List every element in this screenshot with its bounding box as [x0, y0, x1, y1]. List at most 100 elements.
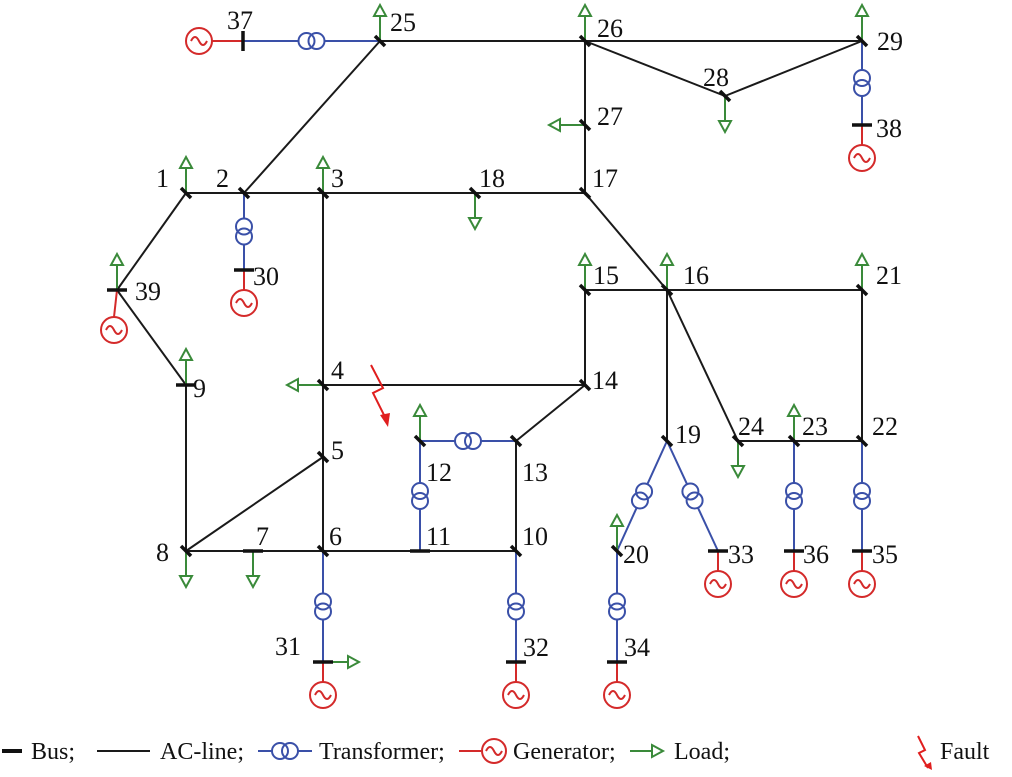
bus-21: [855, 283, 869, 297]
ac-line-16-24: [666, 289, 739, 442]
legend-ac-line-label: AC-line;: [160, 739, 244, 765]
legend-load-icon: [630, 743, 666, 759]
bus-label-20: 20: [623, 540, 649, 569]
bus-label-29: 29: [877, 27, 903, 56]
bus-label-7: 7: [256, 522, 269, 551]
bus-25: [373, 34, 387, 48]
bus-17: [578, 186, 592, 200]
bus-label-10: 10: [522, 522, 548, 551]
load-15: [577, 251, 593, 290]
bus-label-13: 13: [522, 458, 548, 487]
load-18: [467, 193, 483, 232]
bus-label-14: 14: [592, 366, 618, 395]
bus-label-27: 27: [597, 102, 623, 131]
generator-30: [230, 270, 258, 317]
generator-35: [848, 551, 876, 598]
transformer-12-13: [420, 432, 516, 450]
transformer-29-38: [853, 41, 871, 125]
bus-23: [787, 434, 801, 448]
bus-label-18: 18: [479, 164, 505, 193]
bus-label-34: 34: [624, 633, 650, 662]
bus-label-38: 38: [876, 114, 902, 143]
load-7: [245, 551, 261, 590]
bus-15: [578, 283, 592, 297]
bus-22: [855, 434, 869, 448]
transformer-25-37: [243, 32, 380, 50]
bus-label-1: 1: [156, 164, 169, 193]
ac-line-1-39: [116, 192, 187, 291]
legend-transformer-label: Transformer;: [319, 739, 445, 765]
ac-lines-layer: [116, 40, 863, 552]
bus-label-6: 6: [329, 522, 342, 551]
ac-line-9-39: [116, 289, 187, 386]
bus-1: [179, 186, 193, 200]
load-3: [315, 154, 331, 193]
bus-label-3: 3: [331, 164, 344, 193]
generator-31: [309, 662, 337, 709]
bus-label-9: 9: [193, 374, 206, 403]
bus-label-15: 15: [593, 261, 619, 290]
legend-generator-label: Generator;: [513, 739, 616, 765]
bus-3: [316, 186, 330, 200]
generator-32: [502, 662, 530, 709]
load-23: [786, 402, 802, 441]
bus-20: [610, 544, 624, 558]
bus-label-17: 17: [592, 164, 618, 193]
bus-label-2: 2: [216, 164, 229, 193]
ac-line-28-29: [724, 40, 863, 97]
bus-label-12: 12: [426, 458, 452, 487]
bus-label-37: 37: [227, 6, 253, 35]
generator-37: [185, 27, 243, 55]
bus-label-26: 26: [597, 14, 623, 43]
load-39: [109, 251, 125, 290]
bus-12: [413, 434, 427, 448]
transformer-2-30: [235, 193, 253, 270]
generator-34: [603, 662, 631, 709]
bus-16: [660, 283, 674, 297]
load-1: [178, 154, 194, 193]
ac-line-13-14: [515, 384, 586, 442]
bus-8: [179, 544, 193, 558]
bus-label-28: 28: [703, 63, 729, 92]
generator-36: [780, 551, 808, 598]
load-25: [372, 2, 388, 41]
ac-line-16-17: [584, 192, 668, 291]
generator-38: [848, 125, 876, 172]
ac-line-26-28: [584, 40, 726, 97]
bus-label-25: 25: [390, 8, 416, 37]
bus-label-31: 31: [275, 632, 301, 661]
legend-transformer-icon: [258, 742, 312, 760]
load-28: [717, 96, 733, 135]
load-24: [730, 441, 746, 480]
generator-39: [100, 289, 128, 344]
transformer-22-35: [853, 441, 871, 551]
transformer-12-11: [411, 441, 429, 551]
bus-label-39: 39: [135, 277, 161, 306]
bus-label-4: 4: [331, 356, 344, 385]
transformer-6-31: [314, 551, 332, 662]
bus-label-19: 19: [675, 420, 701, 449]
bus-label-33: 33: [728, 540, 754, 569]
bus-26: [578, 34, 592, 48]
transformer-23-36: [785, 441, 803, 551]
transformer-19-33: [666, 440, 719, 552]
load-20: [609, 512, 625, 551]
bus-19: [660, 434, 674, 448]
bus-label-23: 23: [802, 412, 828, 441]
transformer-19-20: [616, 440, 668, 552]
loads-layer: [109, 2, 870, 670]
load-26: [577, 2, 593, 41]
bus-label-36: 36: [803, 540, 829, 569]
bus-29: [855, 34, 869, 48]
load-27: [546, 117, 585, 133]
generators-layer: [100, 27, 876, 709]
load-16: [659, 251, 675, 290]
bus-6: [316, 544, 330, 558]
bus-24: [731, 434, 745, 448]
bus-27: [578, 118, 592, 132]
buses-layer: [107, 31, 872, 664]
transformers-layer: [235, 32, 871, 662]
load-12: [412, 402, 428, 441]
bus-label-16: 16: [683, 261, 709, 290]
